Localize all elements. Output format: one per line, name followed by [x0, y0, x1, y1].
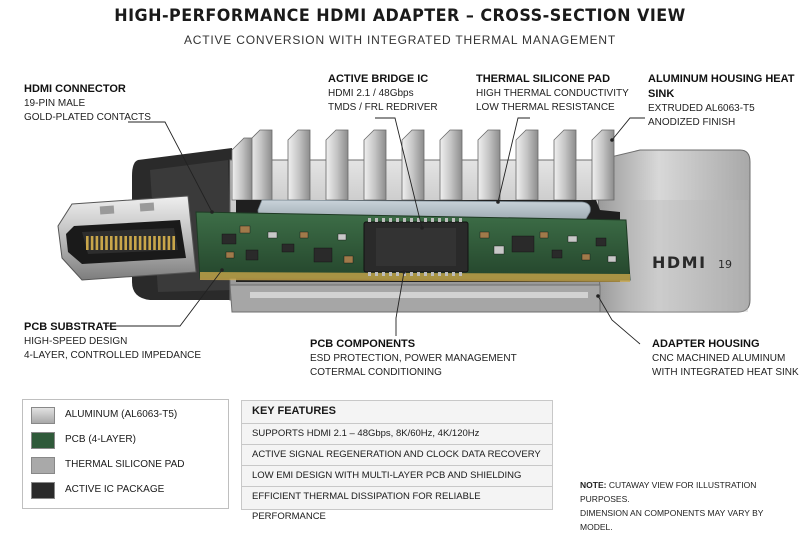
smd-component [267, 231, 278, 239]
feature-text: LOW EMI DESIGN WITH MULTI-LAYER PCB AND … [252, 470, 522, 481]
active-bridge-ic [363, 218, 469, 276]
callout-heading: PCB SUBSTRATE [24, 321, 117, 333]
smd-component [551, 249, 563, 259]
callout-line: WITH INTEGRATED HEAT SINK [652, 367, 799, 378]
smd-component [343, 255, 354, 264]
callout-line: HDMI 2.1 / 48Gbps [328, 88, 414, 99]
housing-model-number: 19 [718, 258, 732, 271]
feature-row: LOW EMI DESIGN WITH MULTI-LAYER PCB AND … [242, 465, 552, 486]
note-text-2: DIMENSION AN COMPONENTS MAY VARY BY MODE… [580, 508, 764, 532]
legend-label: THERMAL SILICONE PAD [65, 459, 185, 470]
smd-component [225, 251, 235, 259]
smd-component [581, 253, 591, 261]
smd-component [607, 255, 617, 263]
smd-component [337, 233, 347, 241]
pcb-components [221, 225, 617, 264]
smd-component [313, 247, 333, 263]
callout-line: TMDS / FRL REDRIVER [328, 102, 438, 113]
smd-component [221, 233, 237, 245]
smd-component [299, 231, 309, 239]
note-label: NOTE: [580, 480, 607, 490]
smd-component [595, 237, 607, 247]
page-title: HIGH-PERFORMANCE HDMI ADAPTER – CROSS-SE… [114, 6, 686, 26]
heat-sink-fin [287, 129, 311, 201]
callout-line: ANODIZED FINISH [648, 117, 736, 128]
callout-active-bridge-ic: ACTIVE BRIDGE IC HDMI 2.1 / 48Gbps TMDS … [328, 72, 438, 115]
smd-component [479, 231, 490, 239]
heat-sink-fin [249, 129, 273, 201]
legend-label: ALUMINUM (AL6063-T5) [65, 409, 178, 420]
heat-sink-fin [515, 129, 539, 201]
feature-row: SUPPORTS HDMI 2.1 – 48Gbps, 8K/60Hz, 4K/… [242, 423, 552, 444]
heat-sink-fin [439, 129, 463, 201]
callout-line: 4-LAYER, CONTROLLED IMPEDANCE [24, 350, 202, 361]
smd-component [511, 235, 535, 253]
smd-component [239, 225, 251, 234]
callout-hdmi-connector: HDMI CONNECTOR 19-PIN MALE GOLD-PLATED C… [24, 82, 151, 125]
callout-adapter-housing: ADAPTER HOUSING CNC MACHINED ALUMINUM WI… [652, 337, 799, 380]
housing-hdmi-logo: HDMI [652, 253, 707, 272]
heat-sink-fin [477, 129, 501, 201]
callout-line: 19-PIN MALE [24, 98, 86, 109]
callout-line: HIGH THERMAL CONDUCTIVITY [476, 88, 629, 99]
smd-component [493, 245, 505, 255]
heat-sink-fin [363, 129, 387, 201]
legend-swatch [31, 407, 55, 424]
callout-line: ESD PROTECTION, POWER MANAGEMENT [310, 353, 517, 364]
callout-thermal-pad: THERMAL SILICONE PAD HIGH THERMAL CONDUC… [476, 72, 629, 115]
callout-heading: ADAPTER HOUSING [652, 338, 760, 350]
smd-component [567, 235, 578, 243]
callout-line: CNC MACHINED ALUMINUM [652, 353, 786, 364]
material-legend: ALUMINUM (AL6063-T5) PCB (4-LAYER) THERM… [22, 399, 229, 509]
heat-sink-fin [325, 129, 349, 201]
heat-sink-fins [231, 129, 615, 201]
smd-component [281, 243, 295, 253]
legend-swatch [31, 432, 55, 449]
illustration-note: NOTE: CUTAWAY VIEW FOR ILLUSTRATION PURP… [580, 478, 795, 534]
legend-label: ACTIVE IC PACKAGE [65, 484, 165, 495]
callout-line: HIGH-SPEED DESIGN [24, 336, 128, 347]
legend-label: PCB (4-LAYER) [65, 434, 136, 445]
callout-leader-dots [210, 138, 614, 298]
smd-component [245, 249, 259, 261]
callout-heading: ALUMINUM HOUSING HEAT SINK [648, 73, 795, 100]
smd-component [539, 231, 549, 239]
page-subtitle: ACTIVE CONVERSION WITH INTEGRATED THERMA… [183, 33, 617, 47]
callout-pcb-components: PCB COMPONENTS ESD PROTECTION, POWER MAN… [310, 337, 517, 380]
callout-line: COTERMAL CONDITIONING [310, 367, 442, 378]
feature-row: EFFICIENT THERMAL DISSIPATION FOR RELIAB… [242, 486, 552, 522]
feature-row: ACTIVE SIGNAL REGENERATION AND CLOCK DAT… [242, 444, 552, 465]
legend-swatch [31, 482, 55, 499]
legend-swatch [31, 457, 55, 474]
note-text: CUTAWAY VIEW FOR ILLUSTRATION PURPOSES. [580, 480, 757, 504]
callout-heading: PCB COMPONENTS [310, 338, 416, 350]
callout-heading: ACTIVE BRIDGE IC [328, 73, 429, 85]
feature-text: SUPPORTS HDMI 2.1 – 48Gbps, 8K/60Hz, 4K/… [252, 428, 480, 439]
callout-line: EXTRUDED AL6063-T5 [648, 103, 755, 114]
callout-line: LOW THERMAL RESISTANCE [476, 102, 615, 113]
callout-line: GOLD-PLATED CONTACTS [24, 112, 151, 123]
feature-text: ACTIVE SIGNAL REGENERATION AND CLOCK DAT… [252, 449, 541, 460]
callout-heat-sink: ALUMINUM HOUSING HEAT SINK EXTRUDED AL60… [648, 72, 800, 130]
callout-pcb-substrate: PCB SUBSTRATE HIGH-SPEED DESIGN 4-LAYER,… [24, 320, 201, 363]
heat-sink-fin [591, 129, 615, 201]
feature-text: EFFICIENT THERMAL DISSIPATION FOR RELIAB… [252, 491, 481, 522]
callout-heading: HDMI CONNECTOR [24, 83, 126, 95]
callout-heading: THERMAL SILICONE PAD [476, 73, 611, 85]
key-features-panel: KEY FEATURES SUPPORTS HDMI 2.1 – 48Gbps,… [241, 400, 553, 522]
hdmi-plug [57, 195, 197, 281]
key-features-heading: KEY FEATURES [252, 405, 336, 417]
heat-sink-fin [553, 129, 577, 201]
callout-leader-lines [105, 117, 645, 345]
